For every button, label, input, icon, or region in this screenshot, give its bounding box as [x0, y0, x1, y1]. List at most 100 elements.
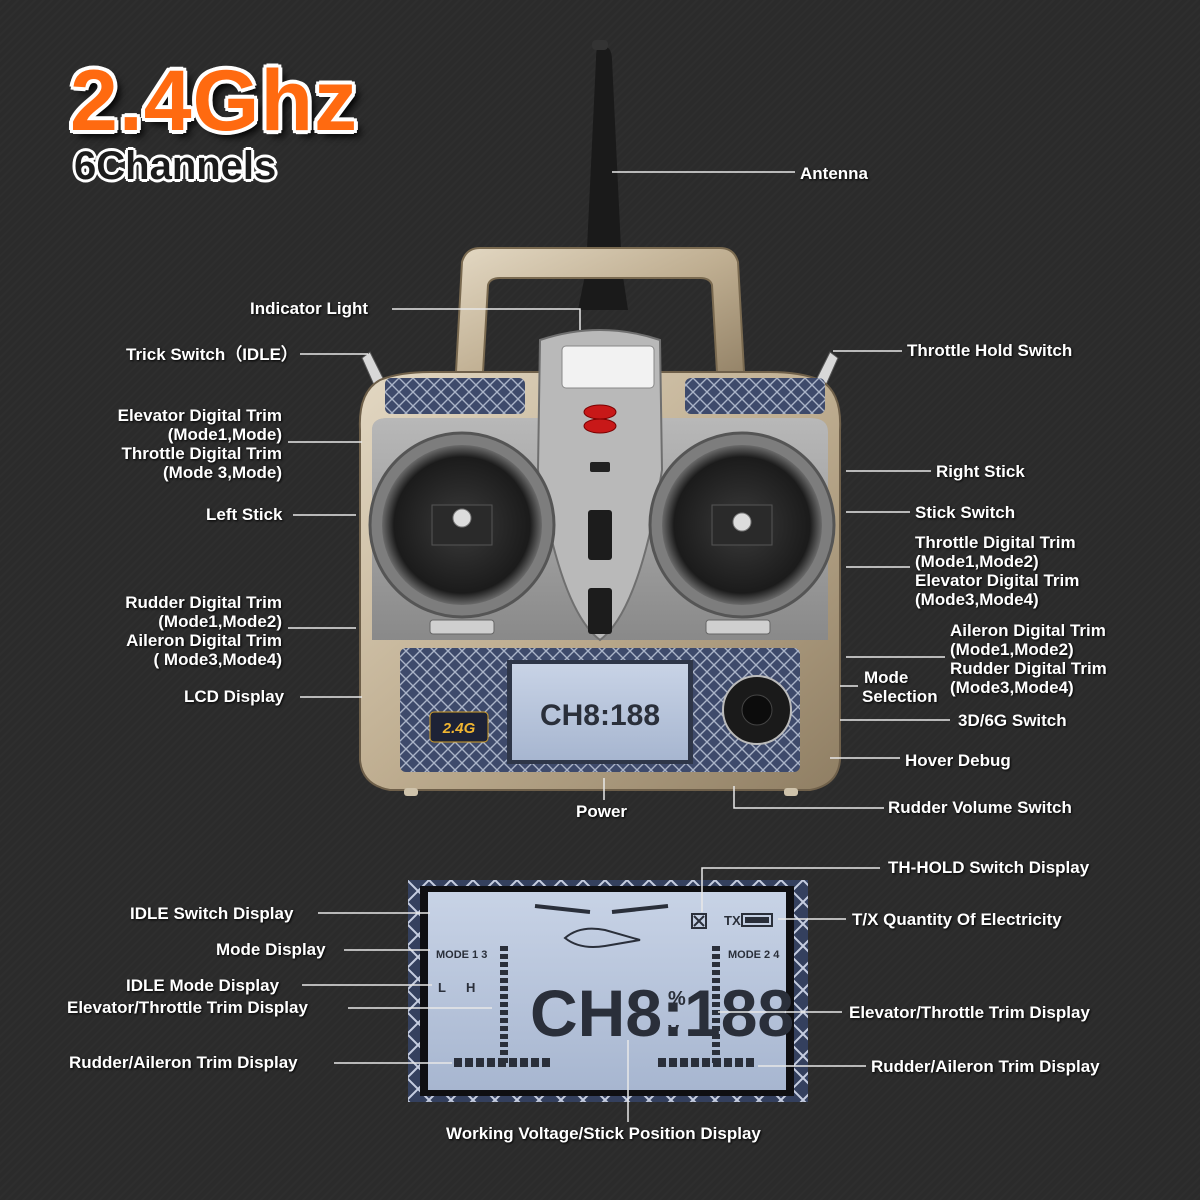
indicator-light-2	[583, 418, 617, 434]
label-hover-debug: Hover Debug	[905, 751, 1011, 770]
badge-24g	[429, 711, 489, 743]
leader-lines	[288, 171, 950, 1122]
trim-segment	[454, 1058, 462, 1067]
battery-icon	[741, 913, 773, 927]
label-line: ( Mode3,Mode4)	[153, 650, 282, 669]
label-line: (Mode 3,Mode)	[163, 463, 282, 482]
large-lcd-screen	[428, 892, 786, 1090]
trim-segment	[712, 970, 720, 975]
tx-indicator: TX	[724, 913, 741, 928]
label-rudder-aileron-left: Rudder/Aileron Trim Display	[69, 1053, 298, 1072]
left-stick-tip	[452, 508, 472, 528]
channels-title: 6Channels	[74, 144, 277, 188]
trim-segment	[712, 1042, 720, 1047]
label-line: Rudder Digital Trim	[950, 659, 1107, 678]
label-line: Rudder Digital Trim	[125, 593, 282, 612]
lcd-volt: v	[668, 1019, 680, 1041]
lcd-percent: %	[668, 988, 686, 1010]
label-mode-selection: Mode Selection	[862, 668, 938, 706]
trim-segment	[500, 970, 508, 975]
trim-segment	[500, 1018, 508, 1023]
trim-segment	[500, 1026, 508, 1031]
trim-segment	[712, 1018, 720, 1023]
small-lcd-screen	[512, 664, 688, 760]
trim-segment	[680, 1058, 688, 1067]
trim-segment	[712, 946, 720, 951]
label-idle-switch-display: IDLE Switch Display	[130, 904, 294, 923]
trim-segment	[712, 1010, 720, 1015]
trim-segment	[658, 1058, 666, 1067]
trim-segment	[702, 1058, 710, 1067]
label-line: (Mode3,Mode4)	[950, 678, 1074, 697]
label-left-stick: Left Stick	[206, 505, 283, 524]
trim-segment	[746, 1058, 754, 1067]
large-lcd: TX MODE 1 3 MODE 2 4 L H CH8:188 % v	[408, 880, 808, 1102]
trim-segment	[712, 1034, 720, 1039]
trim-segment	[712, 1002, 720, 1007]
right-stick-tip	[732, 512, 752, 532]
trim-segment	[500, 978, 508, 983]
trim-segment	[712, 962, 720, 967]
trim-segment	[500, 946, 508, 951]
trim-segment	[713, 1058, 721, 1067]
trim-segment	[712, 978, 720, 983]
label-line: (Mode3,Mode4)	[915, 590, 1039, 609]
power-switch	[588, 588, 612, 634]
label-lcd-display: LCD Display	[184, 687, 285, 706]
label-mode-display: Mode Display	[216, 940, 326, 959]
label-indicator-light: Indicator Light	[250, 299, 369, 318]
label-line: Elevator Digital Trim	[117, 406, 282, 425]
label-trick-switch: Trick Switch（IDLE）	[126, 345, 298, 364]
trim-segment	[465, 1058, 473, 1067]
trim-segment	[712, 954, 720, 959]
top-left-panel	[385, 378, 525, 414]
stick-switch	[588, 510, 612, 560]
antenna-shape	[578, 45, 628, 310]
foot-right	[784, 788, 798, 796]
trim-segment	[520, 1058, 528, 1067]
line-indicator	[392, 308, 581, 330]
label-line: Aileron Digital Trim	[126, 631, 282, 650]
label-3d6g-switch: 3D/6G Switch	[958, 711, 1067, 730]
mode-dial-knob	[741, 694, 773, 726]
trim-segment	[531, 1058, 539, 1067]
trim-segment	[691, 1058, 699, 1067]
label-rudder-aileron-right: Rudder/Aileron Trim Display	[871, 1057, 1100, 1076]
label-line: Aileron Digital Trim	[950, 621, 1106, 640]
label-right-stick: Right Stick	[936, 462, 1025, 481]
label-line: Mode	[864, 668, 909, 687]
label-elev-throttle-trim-right: Elevator/Throttle Trim Display	[849, 1003, 1090, 1022]
indicator-light-1	[583, 404, 617, 420]
foot-left	[404, 788, 418, 796]
antenna-tip	[592, 40, 608, 50]
lcd-L: L	[438, 980, 446, 995]
label-working-voltage: Working Voltage/Stick Position Display	[446, 1124, 761, 1143]
center-switch-top	[590, 462, 610, 472]
badge-text: 2.4G	[442, 720, 476, 737]
label-throttle-hold-switch: Throttle Hold Switch	[907, 341, 1073, 360]
trim-bar-right	[712, 946, 720, 1063]
line-rudder-volume	[733, 786, 884, 809]
trim-segment	[500, 1050, 508, 1055]
th-hold-icon	[691, 913, 707, 929]
left-trim-slider	[429, 619, 495, 635]
trim-segment	[542, 1058, 550, 1067]
lcd-mode-right: MODE 2 4	[728, 949, 780, 961]
label-tx-quantity: T/X Quantity Of Electricity	[852, 910, 1062, 929]
trim-bar-bottom-right	[658, 1058, 754, 1067]
lcd-readout: CH8:188	[530, 976, 794, 1050]
label-stick-switch: Stick Switch	[915, 503, 1016, 522]
label-antenna: Antenna	[800, 164, 868, 183]
trim-segment	[476, 1058, 484, 1067]
label-line: (Mode1,Mode2)	[915, 552, 1039, 571]
trim-segment	[500, 1002, 508, 1007]
label-elevator-trim-left: Elevator Digital Trim (Mode1,Mode) Throt…	[60, 406, 282, 482]
th-hold-x	[693, 915, 705, 927]
center-pod	[536, 329, 664, 642]
trim-segment	[669, 1058, 677, 1067]
lcd-mode-left: MODE 1 3	[436, 949, 487, 961]
label-power: Power	[576, 802, 628, 821]
trim-segment	[500, 1042, 508, 1047]
